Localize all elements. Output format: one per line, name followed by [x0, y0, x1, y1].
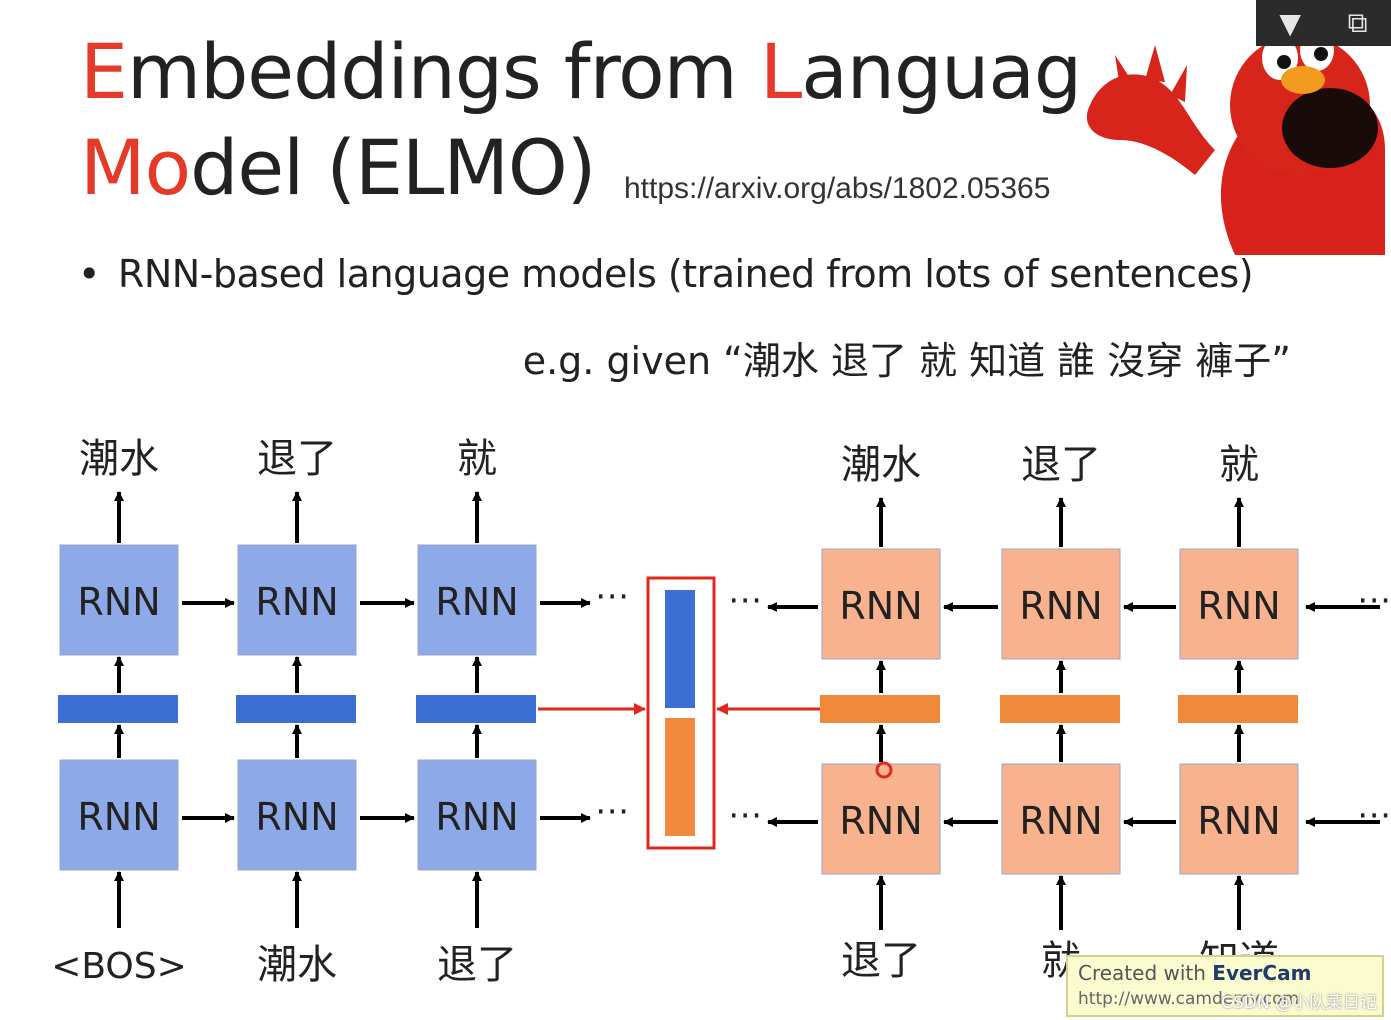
paper-url: https://arxiv.org/abs/1802.05365: [624, 172, 1051, 205]
bullet-text: RNN-based language models (trained from …: [117, 252, 1254, 296]
forward-output-word-0: 潮水: [79, 436, 159, 482]
bullet-dot: •: [78, 252, 100, 296]
evercam-watermark: Created with EverCam http://www.camdemy.…: [1066, 955, 1384, 1017]
forward-rnn-top-2: [417, 544, 537, 656]
title-part: anguage: [801, 27, 1128, 116]
backward-input-word-0: 退了: [841, 938, 921, 984]
title-letter-l: L: [759, 27, 802, 116]
cursor-marker-icon: [875, 761, 893, 779]
watermark-brand: EverCam: [1212, 961, 1312, 985]
watermark-url: http://www.camdemy.com: [1078, 989, 1300, 1009]
forward-rnn-top-1-label: RNN: [255, 580, 338, 624]
backward-rnn-top-1-label: RNN: [1019, 584, 1102, 628]
backward-rnn-bottom-1-label: RNN: [1019, 799, 1102, 843]
window-controls: ▼ ⧉: [1256, 0, 1391, 46]
backward-output-word-1: 退了: [1021, 442, 1101, 488]
backward-rnn-bottom-2: [1179, 763, 1299, 875]
backward-output-word-2: 就: [1219, 442, 1259, 488]
forward-embedding-1: [236, 695, 356, 723]
forward-rnn-top-0-label: RNN: [77, 580, 160, 624]
forward-rnn-top-0: [59, 544, 179, 656]
backward-embedding-0: [820, 695, 940, 723]
forward-rnn-bottom-2-label: RNN: [435, 795, 518, 839]
backward-rnn-top-0-label: RNN: [839, 584, 922, 628]
backward-embedding-1: [1000, 695, 1120, 723]
backward-rnn-bottom-1: [1001, 763, 1121, 875]
forward-input-word-0: <BOS>: [51, 946, 187, 987]
backward-rnn-top-2: [1179, 548, 1299, 660]
concat-embedding-frame: [646, 576, 716, 850]
example-sentence: e.g. given “潮水 退了 就 知道 誰 沒穿 褲子”: [522, 339, 1291, 383]
restore-window-icon[interactable]: ⧉: [1347, 6, 1368, 39]
backward-embedding-2: [1178, 695, 1298, 723]
backward-rnn-bottom-0: [821, 763, 941, 875]
backward-rnn-bottom-2-label: RNN: [1197, 799, 1280, 843]
slide-title: Embeddings from Language Model (ELMO): [80, 24, 1128, 216]
bullet-point: • RNN-based language models (trained from…: [78, 252, 1254, 296]
elmo-mascot-image: [1085, 10, 1385, 255]
forward-bottom-dots: ⋯: [595, 791, 629, 831]
backward-rnn-top-0: [821, 548, 941, 660]
backward-bottom-dots: ⋯: [728, 795, 762, 835]
title-part: mbeddings from: [127, 27, 760, 116]
backward-rnn-top-1: [1001, 548, 1121, 660]
forward-rnn-bottom-1-label: RNN: [255, 795, 338, 839]
forward-input-word-1: 潮水: [257, 942, 337, 988]
backward-rnn-bottom-0-label: RNN: [839, 799, 922, 843]
title-letters-mo: Mo: [80, 123, 191, 212]
forward-rnn-bottom-2: [417, 759, 537, 871]
forward-rnn-top-1: [237, 544, 357, 656]
forward-output-word-2: 就: [457, 436, 497, 482]
forward-output-word-1: 退了: [257, 436, 337, 482]
forward-embedding-2: [416, 695, 536, 723]
forward-rnn-top-2-label: RNN: [435, 580, 518, 624]
elmo-diagram: 潮水 RNN RNN <BOS> 退了 RNN RNN 潮水 就 RNN RNN 退了 ⋯ ⋯ 潮水 RNN R…: [51, 436, 1391, 988]
concat-forward-part: [665, 590, 695, 708]
forward-rnn-bottom-0-label: RNN: [77, 795, 160, 839]
backward-rnn-top-2-label: RNN: [1197, 584, 1280, 628]
forward-rnn-bottom-1: [237, 759, 357, 871]
backward-top-dots: ⋯: [728, 580, 762, 620]
forward-input-word-2: 退了: [437, 942, 517, 988]
dropdown-triangle-icon[interactable]: ▼: [1279, 6, 1301, 40]
title-letter-e: E: [80, 27, 128, 116]
backward-output-word-0: 潮水: [841, 442, 921, 488]
forward-top-dots: ⋯: [595, 576, 629, 616]
forward-embedding-0: [58, 695, 178, 723]
backward-top-incoming-dots: ⋯: [1357, 580, 1391, 620]
forward-rnn-bottom-0: [59, 759, 179, 871]
backward-bottom-incoming-dots: ⋯: [1357, 795, 1391, 835]
concat-backward-part: [665, 718, 695, 836]
watermark-prefix: Created with: [1078, 961, 1213, 985]
csdn-watermark: CSDN @小队菜日记: [1221, 993, 1377, 1013]
title-part: del (ELMO): [190, 123, 596, 212]
